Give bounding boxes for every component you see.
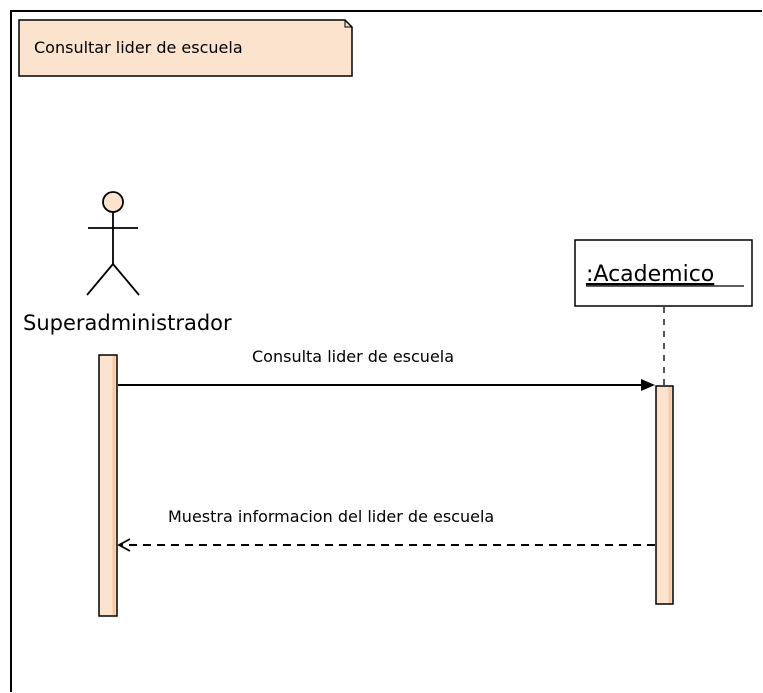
- message-return-label: Muestra informacion del lider de escuela: [168, 507, 494, 526]
- frame-border: [10, 10, 762, 692]
- actor-left-leg: [86, 263, 114, 296]
- actor-head-icon: [102, 191, 124, 213]
- filled-arrowhead-icon: [641, 379, 655, 391]
- frame-label: Consultar lider de escuela: [18, 19, 353, 77]
- message-call: Consulta lider de escuela: [118, 347, 655, 391]
- actor-figure: [86, 191, 140, 296]
- actor-right-leg: [112, 263, 140, 296]
- lifeline-box: [574, 239, 753, 307]
- actor-name: Superadministrador: [23, 311, 232, 335]
- lifeline-name: :Academico: [586, 262, 714, 287]
- frame-title: Consultar lider de escuela: [34, 38, 243, 57]
- message-call-label: Consulta lider de escuela: [252, 347, 454, 366]
- open-arrowhead-icon: [117, 538, 131, 552]
- lifeline-head: :Academico: [574, 239, 753, 307]
- message-return: Muestra informacion del lider de escuela: [117, 507, 655, 552]
- frame-label-box: [18, 19, 353, 77]
